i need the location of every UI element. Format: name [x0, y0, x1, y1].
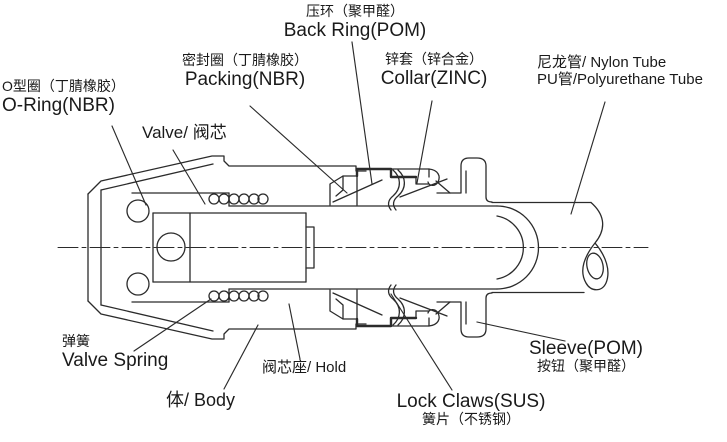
leader-hold	[288, 303, 301, 360]
tube-break-line	[582, 201, 609, 291]
collar-en: Collar(ZINC)	[380, 67, 488, 89]
label-packing: 密封圈（丁腈橡胶） Packing(NBR)	[170, 52, 320, 90]
leader-back-ring	[351, 41, 373, 185]
lock-claw	[392, 169, 406, 211]
back-ring-cn: 压环（聚甲醛）	[306, 3, 404, 19]
tube-line1: 尼龙管/ Nylon Tube	[537, 54, 667, 71]
label-body: 体/ Body	[166, 390, 236, 410]
lock-claws-en: Lock Claws(SUS)	[396, 391, 546, 412]
label-back-ring: 压环（聚甲醛） Back Ring(POM)	[245, 3, 465, 41]
back-ring-en: Back Ring(POM)	[283, 19, 427, 41]
o-ring-cn: O型圈（丁腈橡胶）	[2, 78, 125, 94]
leader-tube	[570, 101, 606, 215]
sleeve-cn: 按钮（聚甲醛）	[537, 358, 635, 375]
leader-valve	[172, 149, 206, 205]
tube-line2: PU管/Polyurethane Tube	[537, 70, 703, 88]
lock-claws-cn: 簧片（不锈钢）	[422, 411, 520, 428]
label-lock-claws: Lock Claws(SUS) 簧片（不锈钢）	[378, 391, 564, 428]
o-ring-lower	[126, 272, 150, 296]
leader-lock-claws	[390, 293, 453, 391]
label-hold: 阀芯座/ Hold	[262, 359, 347, 376]
label-valve: Valve/ 阀芯	[142, 123, 227, 142]
leader-sleeve	[476, 321, 566, 342]
sleeve-en: Sleeve(POM)	[528, 338, 644, 359]
label-sleeve: Sleeve(POM) 按钮（聚甲醛）	[512, 338, 660, 375]
lock-claw	[387, 169, 401, 211]
packing-cn: 密封圈（丁腈橡胶）	[182, 52, 308, 68]
seal-collar-assembly	[329, 167, 451, 211]
valve-spring-cn: 弹簧	[62, 333, 90, 349]
leader-o-ring	[111, 125, 147, 206]
leader-valve-spring	[133, 298, 212, 352]
valve-spring-en: Valve Spring	[62, 349, 169, 371]
collar-cn: 锌套（锌合金）	[385, 51, 483, 67]
label-collar: 锌套（锌合金） Collar(ZINC)	[358, 51, 510, 89]
label-o-ring: O型圈（丁腈橡胶） O-Ring(NBR)	[2, 78, 162, 116]
leader-body	[223, 324, 259, 390]
label-tube: 尼龙管/ Nylon Tube PU管/Polyurethane Tube	[537, 54, 727, 89]
packing-en: Packing(NBR)	[184, 68, 306, 90]
leader-packing	[249, 105, 348, 194]
valve-spring-coils	[208, 193, 269, 205]
body-upper-half	[87, 155, 498, 211]
leader-collar	[416, 100, 433, 184]
o-ring-upper	[126, 199, 150, 223]
label-valve-spring: 弹簧 Valve Spring	[62, 333, 169, 371]
leader-lines	[111, 41, 606, 391]
o-ring-en: O-Ring(NBR)	[2, 94, 115, 116]
sleeve-flange	[436, 157, 493, 203]
